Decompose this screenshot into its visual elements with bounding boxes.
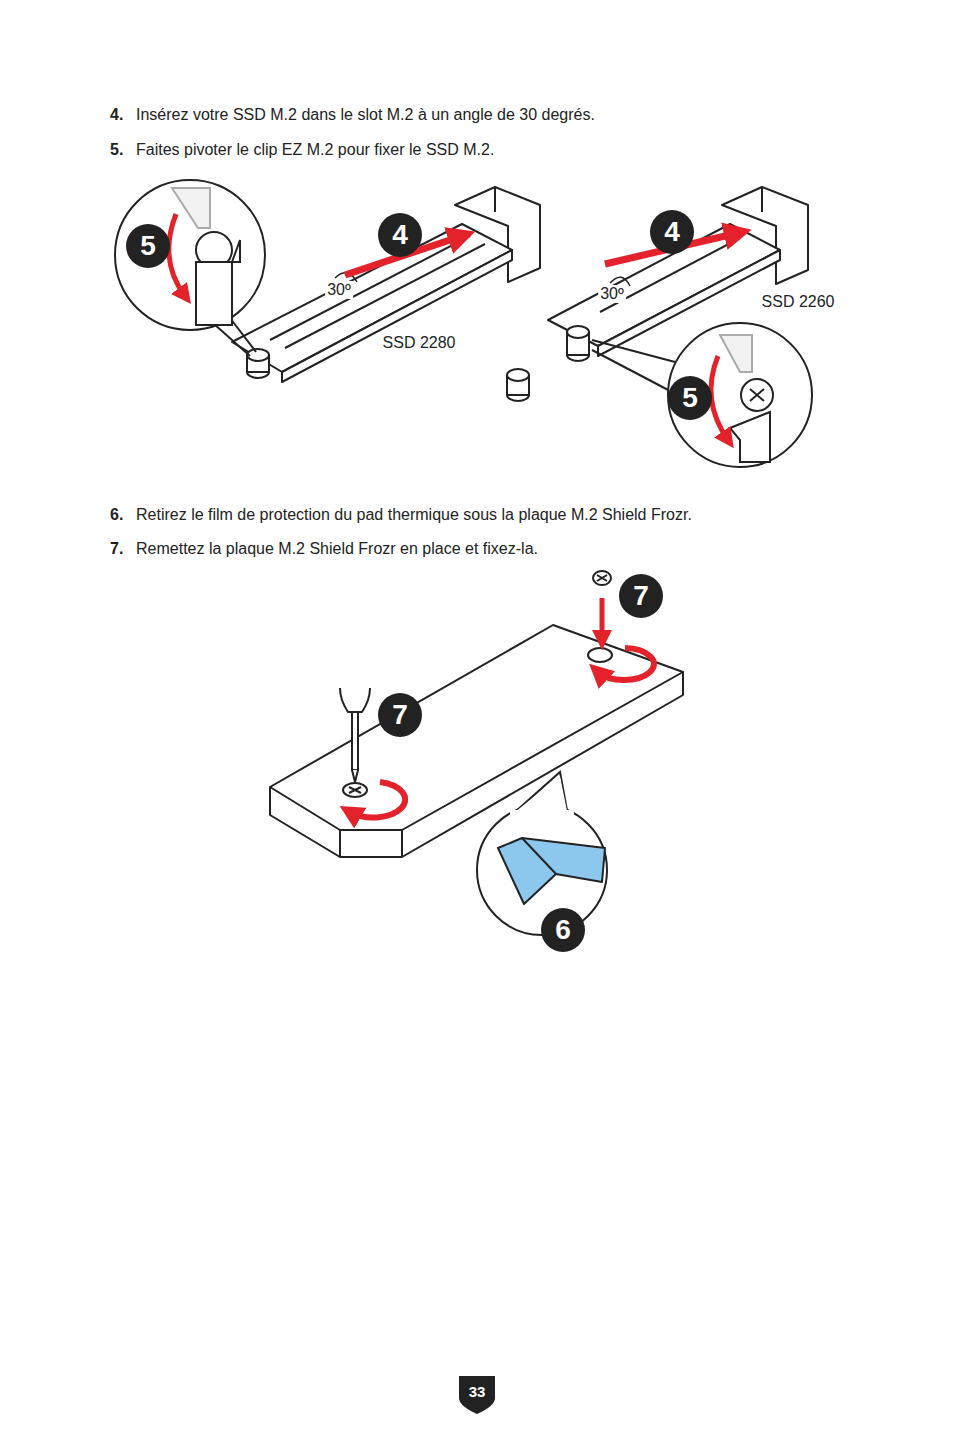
callout-number: 4 — [392, 220, 408, 250]
step-number: 5. — [110, 141, 123, 159]
instruction-text: Remettez la plaque M.2 Shield Frozr en p… — [136, 540, 538, 558]
part-label: SSD 2280 — [381, 334, 458, 352]
instruction-text: Retirez le film de protection du pad the… — [136, 506, 692, 524]
callout-number: 7 — [392, 700, 408, 730]
callout-number: 7 — [633, 581, 649, 611]
step-number: 4. — [110, 106, 123, 124]
callout-number: 6 — [555, 915, 571, 945]
callout-number: 5 — [682, 383, 698, 413]
instruction-text: Insérez votre SSD M.2 dans le slot M.2 à… — [136, 106, 595, 124]
page-number: 33 — [469, 1384, 486, 1400]
step-number: 7. — [110, 540, 123, 558]
angle-label: 30º — [325, 281, 353, 299]
callout-number: 4 — [664, 217, 680, 247]
part-label: SSD 2260 — [760, 293, 837, 311]
instruction-text: Faites pivoter le clip EZ M.2 pour fixer… — [136, 141, 494, 159]
step-number: 6. — [110, 506, 123, 524]
angle-label: 30º — [598, 285, 626, 303]
callout-number: 5 — [140, 231, 156, 261]
